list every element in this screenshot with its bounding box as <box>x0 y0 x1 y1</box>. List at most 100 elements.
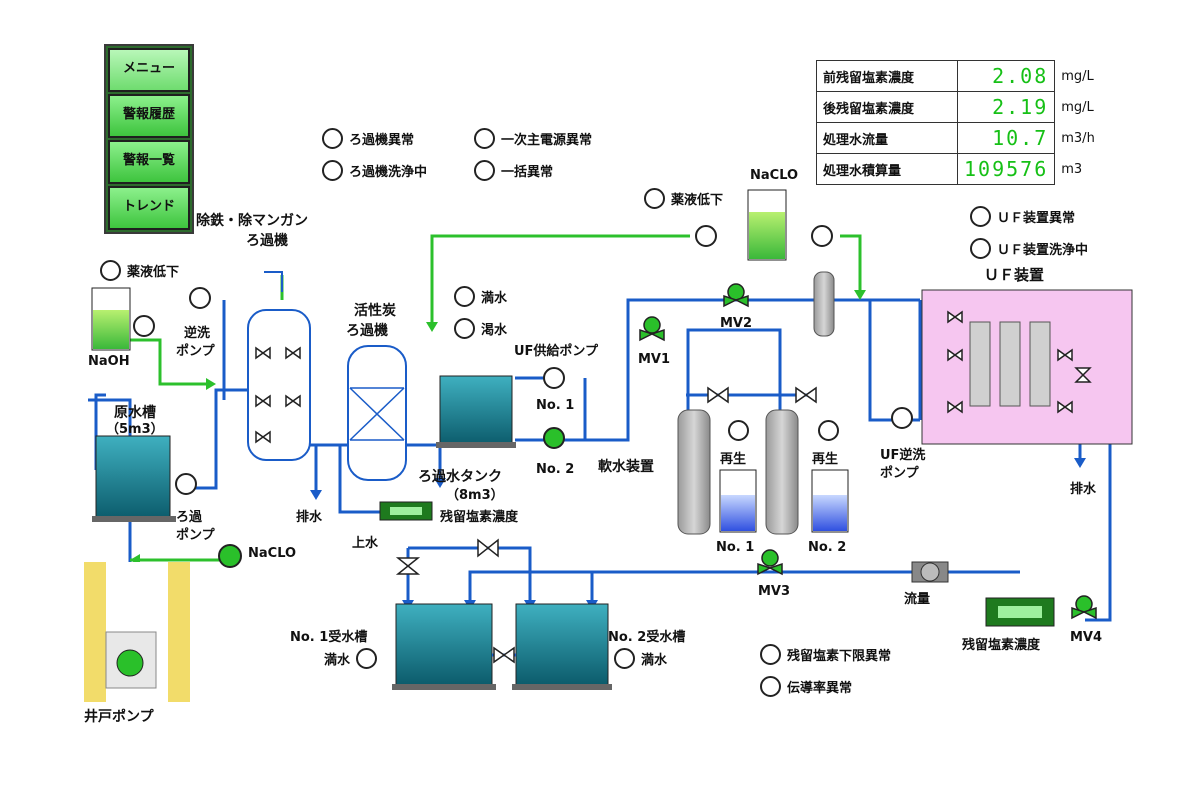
status-lamp-icon <box>644 188 665 209</box>
iron-filter-subtitle: ろ過機 <box>246 233 288 249</box>
alarm-list-button[interactable]: 警報一覧 <box>108 140 190 184</box>
status-lamp-icon <box>760 644 781 665</box>
filter-washing-indicator: ろ過機洗浄中 <box>322 160 427 181</box>
tank-dry-indicator: 渇水 <box>454 318 507 339</box>
mv4-label: MV4 <box>1070 630 1103 645</box>
regen1-indicator <box>728 420 755 441</box>
filter-fault-indicator: ろ過機異常 <box>322 128 414 149</box>
menu-button[interactable]: メニュー <box>108 48 190 92</box>
receiving-tank-2 <box>515 603 609 687</box>
chlorine-low-fault-indicator: 残留塩素下限異常 <box>760 644 891 665</box>
carbon-filter-title: 活性炭 <box>354 303 396 319</box>
readout-label: 前残留塩素濃度 <box>816 60 958 92</box>
softener-label: 軟水装置 <box>598 459 654 475</box>
readout-unit: mg/L <box>1061 68 1094 84</box>
drain-label: 排水 <box>296 510 323 525</box>
receiving-tank-1 <box>395 603 493 687</box>
status-lamp-icon <box>614 648 635 669</box>
raw-water-tank <box>95 435 171 521</box>
conductivity-fault-indicator: 伝導率異常 <box>760 676 852 697</box>
readout-label: 処理水流量 <box>816 122 958 154</box>
naclo-top-label: NaCLO <box>750 168 799 183</box>
uf-module <box>999 321 1021 407</box>
drain-label: 排水 <box>1070 482 1097 497</box>
readout-row: 前残留塩素濃度 2.08 mg/L <box>816 60 1118 92</box>
readout-value: 10.7 <box>956 122 1056 154</box>
mv3-label: MV3 <box>758 584 791 599</box>
uf-supply-pump-label: UF供給ポンプ <box>514 344 599 359</box>
tap-water-label: 上水 <box>352 536 379 551</box>
softener-no1-label: No. 1 <box>716 540 755 555</box>
uf-unit-label: ＵＦ装置 <box>984 266 1045 284</box>
filtered-tank-label: ろ過水タンク <box>418 469 502 485</box>
trend-button[interactable]: トレンド <box>108 186 190 230</box>
readout-unit: m3 <box>1061 161 1083 177</box>
regen2-indicator <box>818 420 845 441</box>
running-pumps <box>218 427 565 568</box>
well <box>84 562 190 702</box>
alarm-history-button[interactable]: 警報履歴 <box>108 94 190 138</box>
status-lamp-icon <box>454 318 475 339</box>
softener-column <box>765 409 799 535</box>
readout-row: 後残留塩素濃度 2.19 mg/L <box>816 91 1118 123</box>
uf-panel <box>921 289 1133 445</box>
filtered-water-tank <box>439 375 513 447</box>
general-fault-indicator: 一括異常 <box>474 160 553 181</box>
mv2-label: MV2 <box>720 316 753 331</box>
uf-backwash-pump-label: UF逆洗 <box>880 448 926 463</box>
readout-label: 後残留塩素濃度 <box>816 91 958 123</box>
readout-row: 処理水流量 10.7 m3/h <box>816 122 1118 154</box>
backwash-pump-label: 逆洗 <box>184 326 211 341</box>
status-lamp-icon <box>728 420 749 441</box>
well-pump-label: 井戸ポンプ <box>84 709 154 725</box>
manual-valves <box>255 310 1092 664</box>
regen1-label: 再生 <box>720 452 747 467</box>
status-lamp-icon <box>970 206 991 227</box>
regen2-label: 再生 <box>812 452 839 467</box>
chemical-arrows <box>130 290 866 566</box>
naoh-low-indicator: 薬液低下 <box>100 260 179 281</box>
naclo-left-label: NaCLO <box>248 546 297 561</box>
flow-label: 流量 <box>904 592 931 607</box>
chlorine-meter-label: 残留塩素濃度 <box>440 510 519 525</box>
filter-pump-label2: ポンプ <box>176 528 215 543</box>
status-lamp-icon <box>454 286 475 307</box>
uf-backwash-pump-label2: ポンプ <box>880 466 919 481</box>
recv2-full-indicator: 満水 <box>614 648 667 669</box>
softener-no2-label: No. 2 <box>808 540 847 555</box>
status-lamp-icon <box>322 160 343 181</box>
status-lamp-icon <box>970 238 991 259</box>
uf-fault-indicator: ＵＦ装置異常 <box>970 206 1075 227</box>
pumps <box>133 225 913 495</box>
tank-full-indicator: 満水 <box>454 286 507 307</box>
pump-no1-label: No. 1 <box>536 398 575 413</box>
motor-valves <box>639 283 1097 620</box>
recv1-full-indicator: 満水 <box>324 648 378 669</box>
status-lamp-icon <box>760 676 781 697</box>
status-lamp-icon <box>322 128 343 149</box>
gray-vessel <box>813 271 835 337</box>
chlorine-meter-label: 残留塩素濃度 <box>962 638 1041 653</box>
readout-unit: m3/h <box>1061 130 1095 146</box>
uf-module <box>969 321 991 407</box>
naoh-label: NaOH <box>88 354 130 369</box>
readout-unit: mg/L <box>1061 99 1094 115</box>
readout-value: 109576 <box>956 153 1056 185</box>
menu-panel: メニュー 警報履歴 警報一覧 トレンド <box>104 44 194 234</box>
status-lamp-icon <box>100 260 121 281</box>
naclo-low-indicator: 薬液低下 <box>644 188 723 209</box>
filtered-tank-capacity: （8m3） <box>446 488 504 503</box>
raw-tank-capacity: （5m3） <box>106 422 164 437</box>
status-lamp-icon <box>818 420 839 441</box>
status-lamp-icon <box>474 128 495 149</box>
iron-filter-title: 除鉄・除マンガン <box>196 213 308 229</box>
readout-value: 2.19 <box>956 91 1056 123</box>
receiving-tank2-label: No. 2受水槽 <box>608 630 686 645</box>
receiving-tank1-label: No. 1受水槽 <box>290 630 368 645</box>
uf-washing-indicator: ＵＦ装置洗浄中 <box>970 238 1088 259</box>
status-lamp-icon <box>356 648 378 669</box>
backwash-pump-label2: ポンプ <box>176 344 215 359</box>
primary-power-fault-indicator: 一次主電源異常 <box>474 128 592 149</box>
raw-tank-label: 原水槽 <box>114 405 156 421</box>
